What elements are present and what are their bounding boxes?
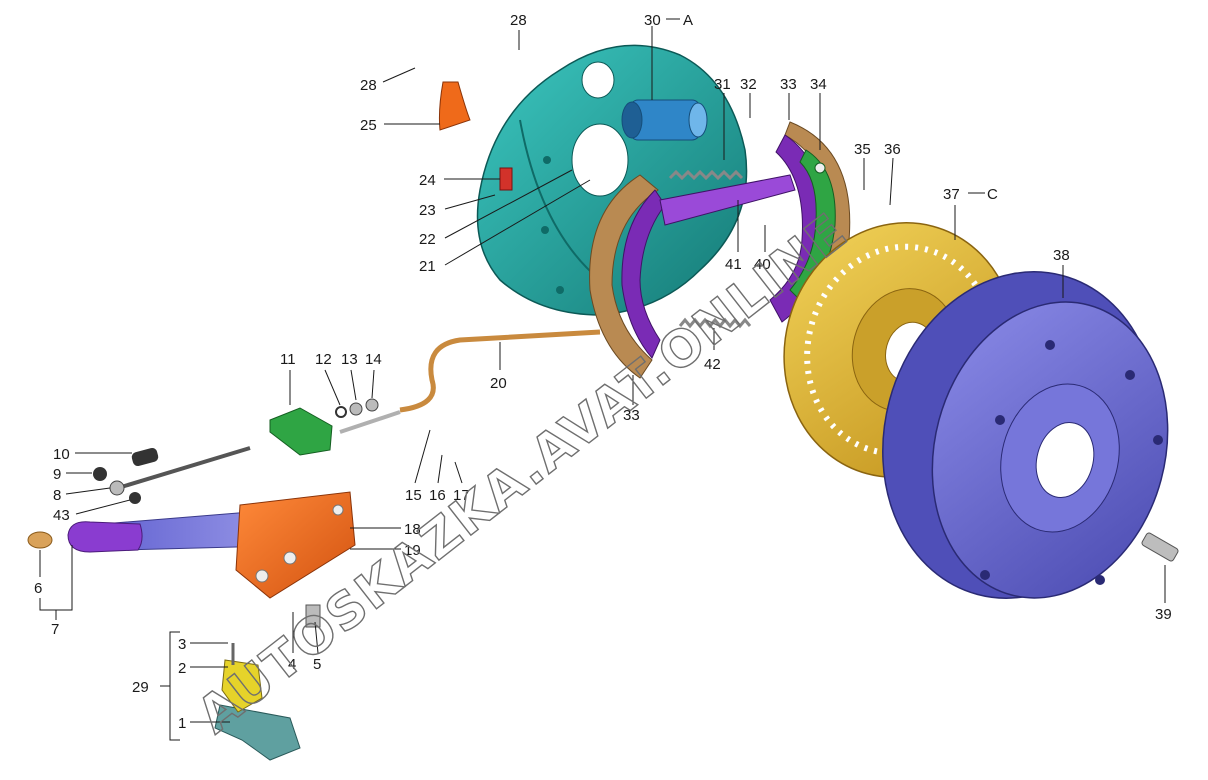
callout-2: 2 <box>178 660 186 677</box>
adjuster-rod <box>93 446 251 504</box>
callout-12: 12 <box>315 351 332 368</box>
wheel-stud <box>1141 532 1179 562</box>
callout-7: 7 <box>51 621 59 638</box>
callout-4: 4 <box>288 656 296 673</box>
green-bracket <box>269 407 333 456</box>
callout-37-sub: C <box>987 186 998 203</box>
callout-30-sub: A <box>683 12 693 29</box>
callout-6: 6 <box>34 580 42 597</box>
callout-9: 9 <box>53 466 61 483</box>
callout-11: 11 <box>280 351 296 368</box>
callout-22: 22 <box>419 231 436 248</box>
bracket-29 <box>214 659 301 761</box>
orange-bracket-25 <box>438 81 471 131</box>
callouts: 28 28 30 A 25 31 32 33 34 35 36 24 23 22… <box>34 12 1172 741</box>
wheel-cylinder <box>621 99 708 141</box>
cap-6 <box>27 531 53 549</box>
bushing-14 <box>365 398 379 412</box>
cable-end <box>339 410 401 434</box>
callout-41: 41 <box>725 256 742 273</box>
callout-19: 19 <box>404 542 421 559</box>
callout-13: 13 <box>341 351 358 368</box>
callout-8: 8 <box>53 487 61 504</box>
callout-20: 20 <box>490 375 507 392</box>
callout-29: 29 <box>132 679 149 696</box>
front-brake-shoe <box>589 174 796 379</box>
callout-16: 16 <box>429 487 446 504</box>
callout-33-bottom: 33 <box>623 407 640 424</box>
callout-35: 35 <box>854 141 871 158</box>
upper-spring <box>668 169 744 181</box>
pin-5 <box>305 604 321 628</box>
callout-33-top: 33 <box>780 76 797 93</box>
callout-28-top: 28 <box>510 12 527 29</box>
brake-drum <box>882 271 1169 599</box>
red-plug-24 <box>499 167 513 191</box>
callout-18: 18 <box>404 521 421 538</box>
callout-39: 39 <box>1155 606 1172 623</box>
callout-28-left: 28 <box>360 77 377 94</box>
washer-12 <box>335 406 347 418</box>
callout-42: 42 <box>704 356 721 373</box>
callout-37: 37 <box>943 186 960 203</box>
callout-1: 1 <box>178 715 186 732</box>
callout-40: 40 <box>754 256 771 273</box>
callout-25: 25 <box>360 117 377 134</box>
callout-43: 43 <box>53 507 70 524</box>
callout-30: 30 <box>644 12 661 29</box>
brake-cable <box>399 329 601 413</box>
callout-38: 38 <box>1053 247 1070 264</box>
callout-36: 36 <box>884 141 901 158</box>
lower-spring <box>678 317 752 329</box>
callout-21: 21 <box>419 258 436 275</box>
callout-34: 34 <box>810 76 827 93</box>
callout-31: 31 <box>714 76 731 93</box>
callout-5: 5 <box>313 656 321 673</box>
parking-brake-lever <box>67 491 356 599</box>
callout-24: 24 <box>419 172 436 189</box>
callout-23: 23 <box>419 202 436 219</box>
callout-17: 17 <box>453 487 470 504</box>
bushing-13 <box>349 402 363 416</box>
callout-14: 14 <box>365 351 382 368</box>
callout-15: 15 <box>405 487 422 504</box>
callout-3: 3 <box>178 636 186 653</box>
callout-10: 10 <box>53 446 70 463</box>
callout-32: 32 <box>740 76 757 93</box>
